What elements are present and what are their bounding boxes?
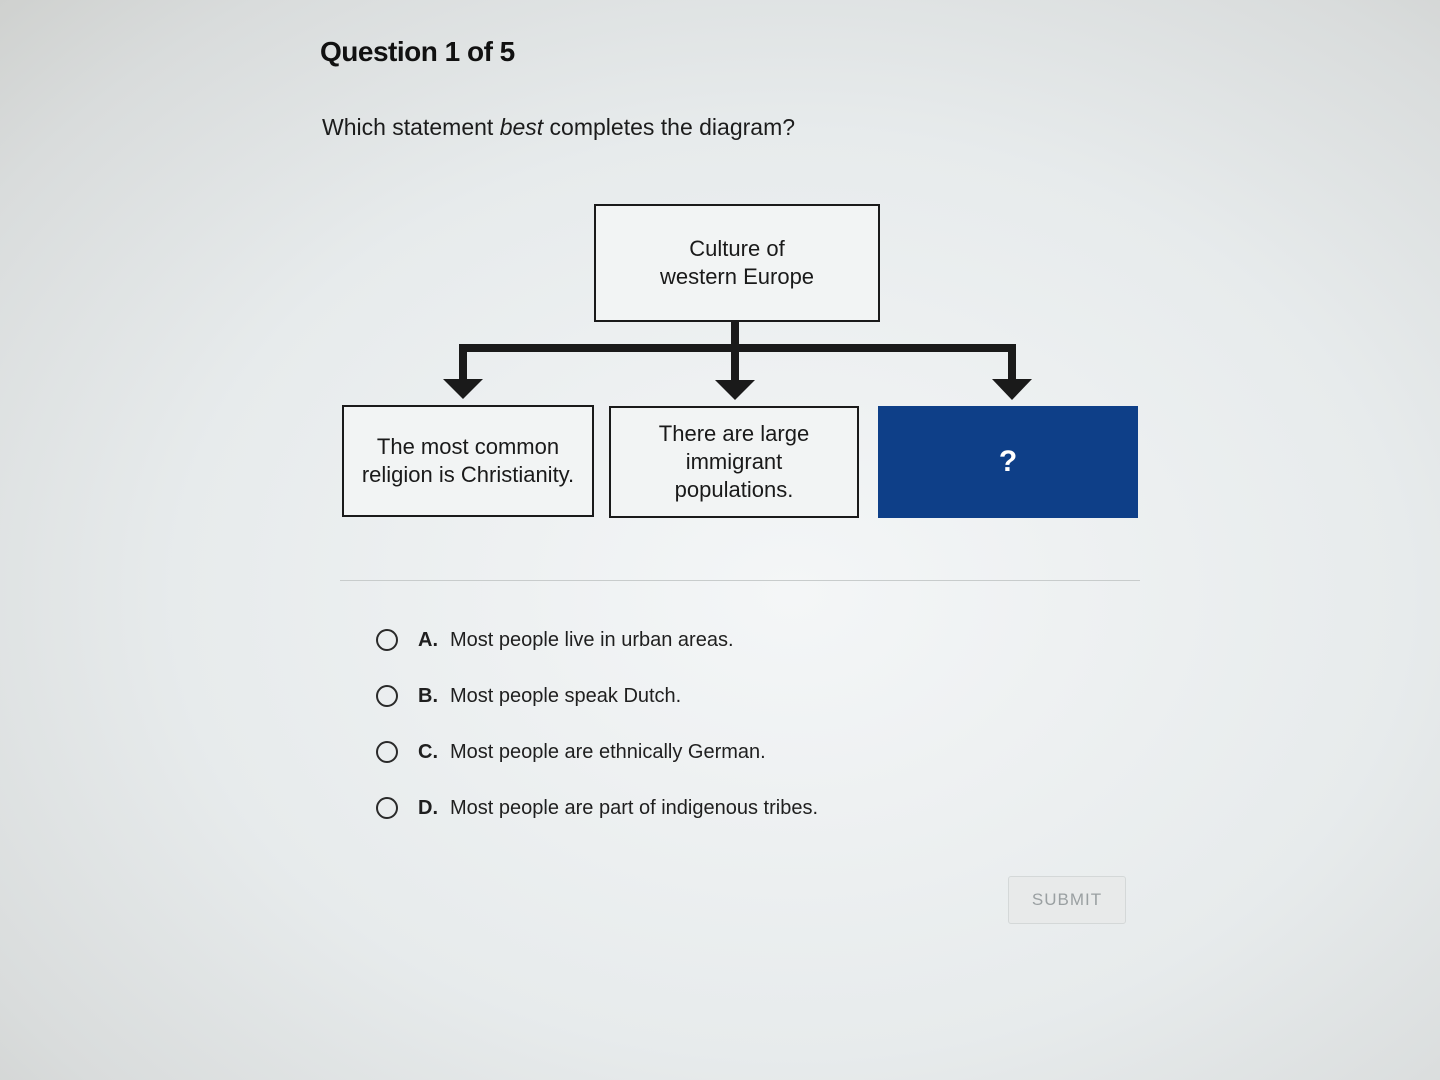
unknown-box-label: ?: [998, 445, 1018, 478]
radio-button-a[interactable]: [376, 629, 398, 651]
child-box-2-line-1: There are large: [658, 421, 810, 446]
arrow-down-icon-left: [443, 379, 483, 399]
option-c-letter: C.: [418, 740, 438, 763]
prompt-emphasis: best: [499, 114, 544, 140]
answer-options: A. Most people live in urban areas. B. M…: [376, 612, 1076, 836]
drop-line-right: [1008, 344, 1016, 380]
branch-line: [459, 344, 1016, 352]
option-b[interactable]: B. Most people speak Dutch.: [376, 668, 1076, 724]
option-b-text: Most people speak Dutch.: [450, 684, 682, 707]
radio-button-c[interactable]: [376, 741, 398, 763]
option-c-text: Most people are ethnically German.: [450, 740, 766, 763]
option-a-letter: A.: [418, 628, 438, 651]
top-box-line-1: Culture of: [689, 236, 785, 261]
section-divider: [340, 580, 1140, 581]
diagram-child-box-religion: The most common religion is Christianity…: [342, 405, 594, 517]
option-b-letter: B.: [418, 684, 438, 707]
option-d-text: Most people are part of indigenous tribe…: [450, 796, 818, 819]
option-a-text: Most people live in urban areas.: [450, 628, 734, 651]
option-a[interactable]: A. Most people live in urban areas.: [376, 612, 1076, 668]
submit-button[interactable]: SUBMIT: [1008, 876, 1126, 924]
diagram-top-box: Culture of western Europe: [594, 204, 880, 322]
radio-button-d[interactable]: [376, 797, 398, 819]
child-box-2-line-2: immigrant: [685, 449, 783, 474]
prompt-text-start: Which statement: [322, 114, 500, 140]
stem-line: [731, 322, 739, 348]
option-c[interactable]: C. Most people are ethnically German.: [376, 724, 1076, 780]
arrow-down-icon-right: [992, 379, 1032, 400]
prompt-text-end: completes the diagram?: [543, 114, 796, 140]
drop-line-left: [459, 344, 467, 380]
arrow-down-icon-middle: [715, 380, 755, 400]
diagram-unknown-box: ?: [878, 406, 1138, 518]
diagram-child-box-immigrants: There are large immigrant populations.: [609, 406, 859, 518]
child-box-1-line-1: The most common: [376, 434, 560, 459]
drop-line-middle: [731, 344, 739, 380]
question-prompt: Which statement best completes the diagr…: [322, 114, 795, 141]
question-number: Question 1 of 5: [320, 36, 515, 67]
option-d-letter: D.: [418, 796, 438, 819]
child-box-1-line-2: religion is Christianity.: [361, 462, 575, 487]
top-box-line-2: western Europe: [659, 264, 815, 289]
radio-button-b[interactable]: [376, 685, 398, 707]
child-box-2-line-3: populations.: [674, 477, 794, 502]
option-d[interactable]: D. Most people are part of indigenous tr…: [376, 780, 1076, 836]
